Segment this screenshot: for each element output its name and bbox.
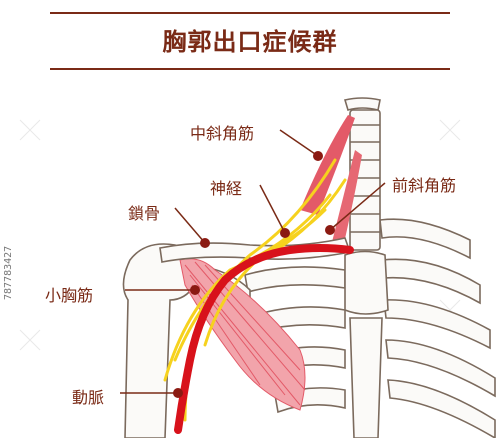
- leader-dots: [173, 151, 335, 398]
- pectoralis-minor-fibers: [184, 261, 306, 406]
- title-block: 胸郭出口症候群: [50, 12, 450, 74]
- label-nerve: 神経: [210, 179, 243, 198]
- page-title: 胸郭出口症候群: [162, 28, 338, 56]
- ribs: [244, 218, 496, 440]
- cervical-spine: [343, 97, 381, 251]
- watermark-id: 787783427: [3, 245, 14, 300]
- sternum: [344, 250, 389, 439]
- subclavian-artery: [174, 244, 354, 434]
- title-rule-bottom: [50, 68, 450, 70]
- label-clavicle: 鎖骨: [128, 204, 161, 223]
- label-pectoralis-minor: 小胸筋: [45, 286, 94, 305]
- label-scalenus-anterior: 前斜角筋: [392, 176, 457, 195]
- watermark-pattern: [19, 119, 461, 351]
- title-rule-top: [50, 12, 450, 14]
- label-scalenus-medius: 中斜角筋: [190, 124, 255, 143]
- label-artery: 動脈: [72, 388, 105, 407]
- leader-lines: [120, 129, 386, 394]
